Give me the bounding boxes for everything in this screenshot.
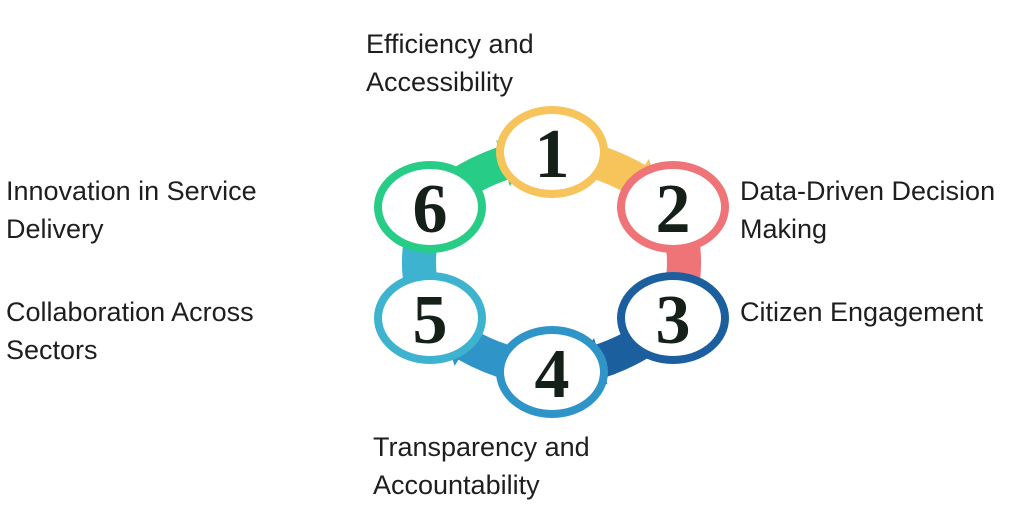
step-3-circle [625, 280, 721, 356]
step-node-2: 2 [617, 161, 729, 253]
step-nodes: 1 2 3 4 5 6 [374, 106, 729, 418]
step-6-circle [382, 169, 478, 245]
step-1-label: Efficiency and Accessibility [366, 25, 534, 101]
step-5-label-line-1: Collaboration Across [6, 297, 254, 327]
step-2-label-line-1: Data-Driven Decision [740, 176, 996, 206]
step-1-label-line-1: Efficiency and [366, 29, 534, 59]
step-node-5: 5 [374, 272, 486, 364]
step-5-label: Collaboration Across Sectors [6, 293, 254, 369]
step-6-number: 6 [413, 171, 448, 248]
step-6-label-line-2: Delivery [6, 214, 104, 244]
step-node-4: 4 [496, 326, 608, 418]
step-2-label-line-2: Making [740, 214, 828, 244]
step-2-number: 2 [656, 171, 691, 248]
step-node-3: 3 [617, 272, 729, 364]
step-4-label-line-1: Transparency and [373, 432, 590, 462]
step-6-label: Innovation in Service Delivery [6, 172, 257, 248]
step-4-circle [504, 334, 600, 410]
step-2-circle [625, 169, 721, 245]
step-node-1: 1 [496, 106, 608, 198]
step-4-label: Transparency and Accountability [373, 428, 590, 504]
step-1-number: 1 [535, 116, 570, 193]
step-2-label: Data-Driven Decision Making [740, 172, 995, 248]
step-node-6: 6 [374, 161, 486, 253]
step-3-label-line-1: Citizen Engagement [740, 297, 984, 327]
step-3-number: 3 [656, 282, 691, 359]
step-5-number: 5 [413, 282, 448, 359]
step-4-label-line-2: Accountability [373, 470, 540, 500]
step-5-circle [382, 280, 478, 356]
step-1-circle [504, 114, 600, 190]
step-1-label-line-2: Accessibility [366, 67, 514, 97]
step-6-label-line-1: Innovation in Service [6, 176, 257, 206]
step-3-label: Citizen Engagement [740, 293, 983, 331]
step-5-label-line-2: Sectors [6, 335, 98, 365]
step-4-number: 4 [535, 336, 570, 413]
